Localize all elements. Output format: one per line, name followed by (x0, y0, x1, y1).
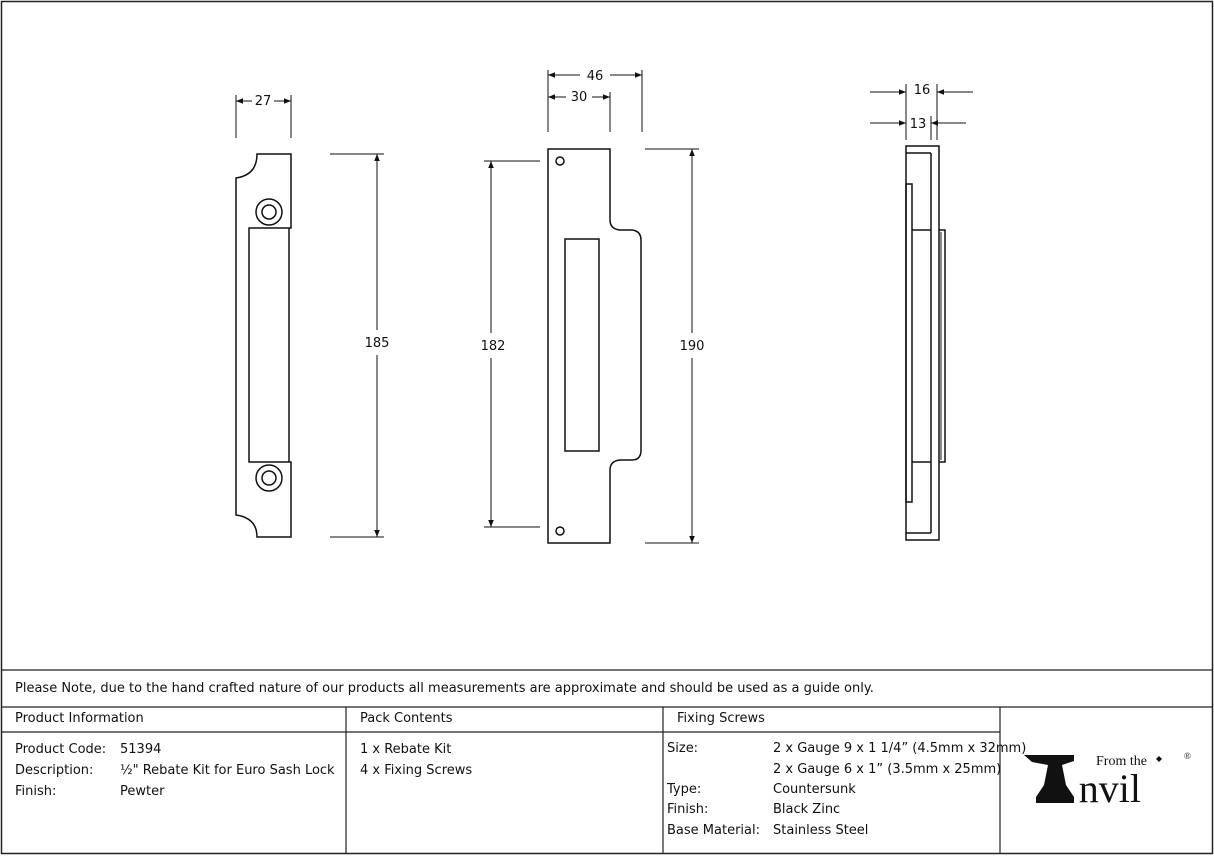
side-view (905, 145, 946, 541)
side-view-bracket (905, 183, 913, 503)
left-view-screw-hole-top (255, 198, 283, 226)
left-width-label: 27 (255, 94, 272, 109)
screw-size-value-2: 2 x Gauge 6 x 1” (3.5mm x 25mm) (773, 762, 1002, 777)
screw-finish-label: Finish: (667, 802, 709, 817)
side-outer-width-label: 16 (914, 83, 931, 98)
product-code-label: Product Code: (15, 742, 107, 757)
left-view-screw-hole-bottom-inner (261, 470, 277, 486)
side-dimensions (870, 84, 973, 140)
screw-finish-value: Black Zinc (773, 802, 841, 817)
front-view-screw-hole-top (555, 156, 565, 166)
logo-registered: ® (1184, 751, 1191, 761)
front-dimensions (484, 70, 699, 544)
front-view (547, 148, 642, 544)
front-view-screw-hole-bottom (555, 526, 565, 536)
front-outer-height-label: 190 (680, 339, 705, 354)
logo-diamond (1156, 756, 1162, 762)
description-label: Description: (15, 763, 94, 778)
screw-material-label: Base Material: (667, 823, 760, 838)
disclaimer-note: Please Note, due to the hand crafted nat… (15, 681, 874, 696)
front-outer-width-label: 46 (587, 69, 604, 84)
front-view-outline (547, 148, 642, 544)
front-view-latch-slot (564, 238, 600, 452)
screw-material-value: Stainless Steel (773, 823, 869, 838)
logo-from-the: From the (1096, 754, 1147, 769)
product-info-heading: Product Information (15, 711, 144, 726)
left-view (235, 153, 292, 538)
screw-size-value-1: 2 x Gauge 9 x 1 1/4” (4.5mm x 32mm) (773, 741, 1027, 756)
anvil-logo: From the ® Anvil (1024, 751, 1191, 811)
anvil-icon (1024, 755, 1074, 803)
product-code-value: 51394 (120, 742, 162, 757)
left-view-screw-hole-bottom (255, 464, 283, 492)
fixing-screws-heading: Fixing Screws (677, 711, 765, 726)
side-inner-width-label: 13 (910, 117, 927, 132)
pack-contents-heading: Pack Contents (360, 711, 453, 726)
screw-size-label: Size: (667, 741, 699, 756)
finish-label: Finish: (15, 784, 57, 799)
finish-value: Pewter (120, 784, 165, 799)
left-height-label: 185 (365, 336, 390, 351)
left-view-screw-hole-top-inner (261, 204, 277, 220)
left-dimensions (235, 95, 384, 538)
pack-item: 1 x Rebate Kit (360, 742, 452, 757)
screw-type-label: Type: (667, 782, 702, 797)
left-view-outline (235, 153, 292, 538)
side-view-outline (905, 145, 940, 541)
description-value: ½" Rebate Kit for Euro Sash Lock (120, 763, 335, 778)
front-inner-height-label: 182 (481, 339, 506, 354)
screw-type-value: Countersunk (773, 782, 856, 797)
info-table-grid (1, 669, 1213, 853)
logo-brand: Anvil (1078, 766, 1141, 811)
front-inner-width-label: 30 (571, 90, 588, 105)
pack-item: 4 x Fixing Screws (360, 763, 473, 778)
side-view-tongue (939, 229, 946, 463)
